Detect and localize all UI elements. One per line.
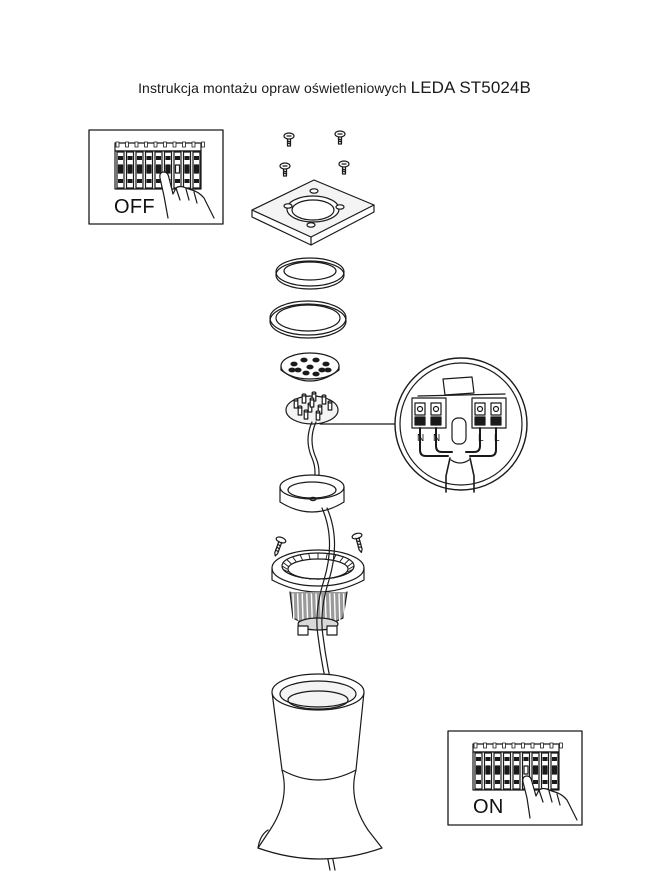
breaker-panel-on: [447, 730, 583, 826]
terminal-label-l2: L: [494, 433, 500, 444]
breaker-switch: [173, 151, 182, 189]
breaker-switch: [483, 752, 493, 790]
glass-disc: [275, 257, 345, 290]
breaker-switch: [182, 151, 192, 189]
terminal-block-l: [471, 397, 507, 429]
page-title: Instrukcja montażu opraw oświetleniowych…: [0, 78, 669, 98]
lens-hole: [300, 357, 308, 363]
lens-hole: [322, 361, 330, 367]
title-model: LEDA ST5024B: [410, 78, 531, 97]
breaker-switch: [493, 752, 502, 790]
led-pin: [297, 405, 303, 416]
lens-hole: [324, 367, 332, 373]
breaker-switch: [116, 151, 125, 189]
breaker-switch: [531, 752, 540, 790]
on-label: ON: [473, 796, 504, 818]
breaker-panel-off: [88, 129, 224, 225]
side-screw-right: [351, 532, 363, 554]
connection-detail: N N L L: [394, 357, 528, 493]
lens-hole: [294, 367, 302, 373]
led-pin: [293, 398, 299, 409]
terminal-label-n2: N: [433, 433, 440, 444]
breaker-panel-icon: [472, 742, 563, 791]
led-pin: [315, 410, 321, 421]
screw-icon: [283, 132, 295, 147]
cup-holder: [279, 474, 345, 513]
top-screws: [279, 130, 350, 177]
lens-hole: [302, 370, 310, 376]
lens-plate: [280, 352, 340, 382]
terminal-label-n1: N: [417, 433, 424, 444]
terminal-label-l1: L: [478, 433, 484, 444]
led-board: [285, 391, 339, 425]
lens-hole: [306, 364, 314, 370]
side-screw-left: [274, 536, 287, 557]
breaker-panel-icon: [114, 141, 205, 190]
breaker-switch: [192, 151, 201, 189]
breaker-switch: [512, 752, 521, 790]
led-pin: [301, 393, 307, 404]
hand-icon: [522, 775, 578, 821]
led-pin: [327, 400, 333, 411]
title-prefix: Instrukcja montażu opraw oświetleniowych: [138, 80, 407, 96]
led-pin: [321, 394, 327, 405]
lens-hole: [318, 367, 326, 373]
breaker-switch: [154, 151, 163, 189]
led-pin: [303, 409, 309, 420]
breaker-switch: [125, 151, 135, 189]
breaker-switch: [474, 752, 483, 790]
breaker-switch: [502, 752, 512, 790]
terminal-block-n: [411, 397, 447, 429]
led-pin: [309, 397, 315, 408]
breaker-switch: [540, 752, 550, 790]
screw-icon: [334, 130, 346, 145]
breaker-switch: [144, 151, 154, 189]
lamp-body: [271, 549, 365, 636]
lens-hole: [312, 371, 320, 377]
breaker-switch: [550, 752, 559, 790]
screw-icon: [338, 160, 350, 175]
lens-hole: [312, 357, 320, 363]
gasket-ring: [269, 300, 347, 339]
off-label: OFF: [114, 196, 155, 218]
lens-hole: [288, 367, 296, 373]
ground-sleeve: [257, 673, 383, 860]
breaker-switch: [135, 151, 144, 189]
cover-plate: [251, 179, 375, 246]
screw-icon: [279, 162, 291, 177]
hand-icon: [159, 171, 215, 219]
lens-hole: [290, 361, 298, 367]
